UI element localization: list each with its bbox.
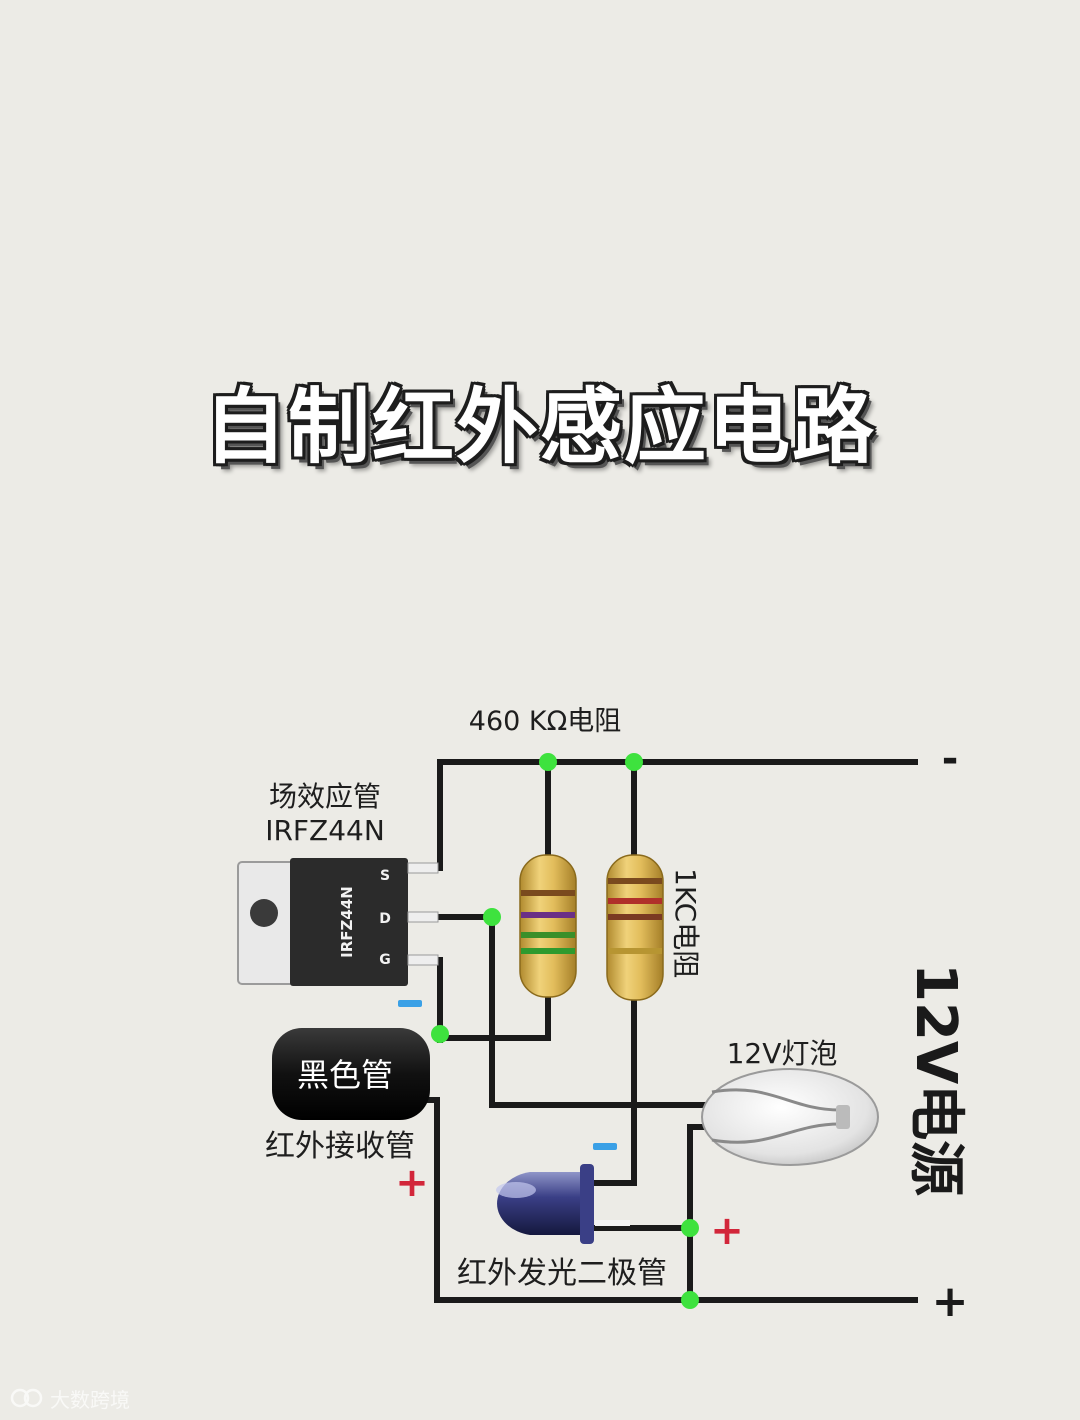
pin-d-label: D <box>379 911 391 927</box>
wire-bulb-to-positive <box>687 1124 715 1231</box>
node-1k-top <box>625 753 643 771</box>
junction-nodes <box>431 753 699 1309</box>
minus-mark-led <box>593 1143 617 1150</box>
watermark: 大数跨境 <box>10 1388 130 1412</box>
pin-g-label: G <box>379 952 391 968</box>
resistor-1k <box>606 854 664 1001</box>
page-title: 自制红外感应电路 <box>203 380 876 475</box>
resistor-460k <box>519 854 577 998</box>
wire-resistor1k-to-led <box>587 994 637 1186</box>
wire-resistor460-bottom <box>437 992 551 1041</box>
ir-receiver: 黑色管 <box>272 1028 430 1120</box>
wire-receiver-to-positive <box>422 1097 440 1303</box>
bulb-12v <box>701 1068 879 1166</box>
label-led: 红外发光二极管 <box>457 1256 667 1291</box>
watermark-logo <box>10 1388 30 1408</box>
label-power: 12V电源 <box>903 963 968 1196</box>
wires <box>417 759 918 1303</box>
plus-mark-receiver: + <box>395 1160 429 1206</box>
watermark-text: 大数跨境 <box>50 1388 130 1412</box>
mosfet-irfz44n: IRFZ44N S D G <box>237 858 439 986</box>
node-led-plus <box>681 1219 699 1237</box>
mosfet-body <box>290 858 408 986</box>
label-460k-resistor: 460 KΩ电阻 <box>469 706 621 737</box>
receiver-body-label: 黑色管 <box>297 1056 393 1094</box>
label-receiver: 红外接收管 <box>265 1129 415 1164</box>
pin-s-label: S <box>380 868 390 884</box>
node-drain <box>483 908 501 926</box>
wire-source-to-rail <box>417 759 443 871</box>
label-bulb: 12V灯泡 <box>727 1037 838 1070</box>
terminal-minus: - <box>942 736 959 782</box>
label-mosfet-model: IRFZ44N <box>265 814 385 847</box>
ir-led <box>496 1164 594 1244</box>
label-mosfet-type: 场效应管 <box>269 780 381 813</box>
node-460k-top <box>539 753 557 771</box>
node-gate <box>431 1025 449 1043</box>
label-1k-resistor: 1KC电阻 <box>669 868 702 978</box>
terminal-plus: + <box>932 1276 969 1327</box>
labels: 460 KΩ电阻 场效应管 IRFZ44N 1KC电阻 12V灯泡 红外接收管 … <box>265 706 968 1327</box>
wire-drain-to-bulb <box>417 914 713 1108</box>
mosfet-mounting-hole <box>250 899 278 927</box>
node-positive-rail <box>681 1291 699 1309</box>
polarity-marks: + + <box>395 1000 744 1254</box>
plus-mark-led: + <box>710 1208 744 1254</box>
receiver-body <box>272 1028 430 1120</box>
mosfet-chip-label: IRFZ44N <box>338 886 356 958</box>
minus-mark-receiver <box>398 1000 422 1007</box>
